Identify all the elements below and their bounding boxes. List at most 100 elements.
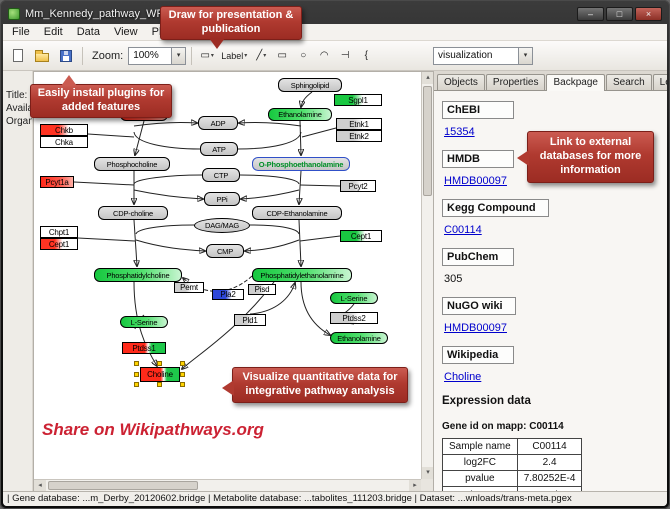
diagram-layer: SphingolipidSgpl1CholineEthanolamineChkb… xyxy=(34,72,422,467)
selection-handle[interactable] xyxy=(157,361,162,366)
chevron-down-icon[interactable]: ▾ xyxy=(171,47,186,64)
node-o-phosphoethanolamine[interactable]: O-Phosphoethanolamine xyxy=(252,157,350,171)
node-ptdss1[interactable]: Ptdss1 xyxy=(122,342,166,354)
selection-handle[interactable] xyxy=(180,371,185,377)
backpage-link[interactable]: HMDB00097 xyxy=(444,322,507,334)
callout-visualize-text: Visualize quantitative data for integrat… xyxy=(242,371,398,397)
selection-handle[interactable] xyxy=(157,382,162,387)
selection-handle[interactable] xyxy=(180,361,185,366)
node-sphingolipid[interactable]: Sphingolipid xyxy=(278,78,342,92)
arc-tool-icon: ◠ xyxy=(319,50,329,61)
node-cdp-choline[interactable]: CDP-choline xyxy=(98,206,168,220)
node-ethanolamine[interactable]: Ethanolamine xyxy=(268,108,332,121)
selection-handle[interactable] xyxy=(134,382,139,387)
callout-plugins: Easily install plugins for added feature… xyxy=(30,75,172,118)
tab-objects[interactable]: Objects xyxy=(437,74,485,90)
backpage-section-header: HMDB xyxy=(442,150,514,168)
node-cdp-ethanolamine[interactable]: CDP-Ethanolamine xyxy=(252,206,342,220)
save-button[interactable] xyxy=(55,45,77,67)
scroll-up-icon[interactable]: ▴ xyxy=(422,72,433,84)
chevron-down-icon: ▾ xyxy=(244,53,248,59)
node-chkb[interactable]: Chkb xyxy=(40,124,88,136)
node-choline[interactable]: Choline xyxy=(140,367,180,382)
selection-handle[interactable] xyxy=(134,371,139,377)
tab-backpage[interactable]: Backpage xyxy=(546,74,605,91)
tbar-tool-icon: ⊣ xyxy=(340,50,350,61)
vertical-scroll-thumb[interactable] xyxy=(423,86,432,196)
node-l-serine[interactable]: L-Serine xyxy=(120,316,168,328)
ellipse-tool[interactable]: ○ xyxy=(293,46,313,66)
zoom-combobox[interactable]: 100% ▾ xyxy=(128,46,187,65)
open-button[interactable] xyxy=(31,45,53,67)
horizontal-scroll-thumb[interactable] xyxy=(48,481,198,490)
arc-tool[interactable]: ◠ xyxy=(314,46,334,66)
menu-view[interactable]: View xyxy=(113,26,138,38)
tab-search[interactable]: Search xyxy=(605,74,652,90)
title-bar[interactable]: Mm_Kennedy_pathway_WP1771_45176.gpml – □… xyxy=(0,0,670,24)
new-button[interactable] xyxy=(7,45,29,67)
node-pisd[interactable]: Pisd xyxy=(248,284,276,295)
node-chpt1[interactable]: Chpt1 xyxy=(40,226,78,238)
node-etnk2[interactable]: Etnk2 xyxy=(336,130,382,142)
node-pla2[interactable]: Pla2 xyxy=(212,289,244,300)
node-sgpl1[interactable]: Sgpl1 xyxy=(334,94,382,106)
scroll-left-icon[interactable]: ◂ xyxy=(34,480,46,491)
backpage-link[interactable]: HMDB00097 xyxy=(444,175,507,187)
close-button[interactable]: × xyxy=(635,6,662,21)
vertical-scrollbar[interactable]: ▴ ▾ xyxy=(421,72,433,479)
node-adp[interactable]: ADP xyxy=(198,116,238,130)
zoom-label: Zoom: xyxy=(92,49,124,62)
scrollbar-corner xyxy=(421,479,433,491)
node-chka[interactable]: Chka xyxy=(40,136,88,148)
menu-data[interactable]: Data xyxy=(76,26,100,38)
pathway-canvas[interactable]: SphingolipidSgpl1CholineEthanolamineChkb… xyxy=(33,71,433,491)
selection-handle[interactable] xyxy=(180,382,185,387)
node-phosphocholine[interactable]: Phosphocholine xyxy=(94,157,170,171)
save-icon xyxy=(60,49,72,62)
node-cept1[interactable]: Cept1 xyxy=(340,230,382,242)
node-phosphatidylcholine[interactable]: Phosphatidylcholine xyxy=(94,268,182,282)
backpage-link[interactable]: 15354 xyxy=(444,126,475,138)
menu-edit[interactable]: Edit xyxy=(43,26,63,38)
table-cell: type xyxy=(442,486,518,491)
chevron-down-icon[interactable]: ▾ xyxy=(518,47,532,64)
maximize-button[interactable]: □ xyxy=(606,6,633,21)
node-ethanolamine[interactable]: Ethanolamine xyxy=(330,332,388,344)
label-tool[interactable]: Label▾ xyxy=(218,46,250,66)
minimize-button[interactable]: – xyxy=(577,6,604,21)
node-phosphatidylethanolamine[interactable]: Phosphatidylethanolamine xyxy=(252,268,352,282)
visualization-combobox[interactable]: visualization ▾ xyxy=(433,46,533,65)
datanode-tool[interactable]: ▭▾ xyxy=(197,46,217,66)
node-etnk1[interactable]: Etnk1 xyxy=(336,118,382,130)
side-panel-label: Title: xyxy=(6,90,28,101)
node-pcyt2[interactable]: Pcyt2 xyxy=(340,180,376,192)
node-atp[interactable]: ATP xyxy=(200,142,238,156)
node-l-serine[interactable]: L-Serine xyxy=(330,292,378,304)
node-pcyt1a[interactable]: Pcyt1a xyxy=(40,176,74,188)
node-dag-mag[interactable]: DAG/MAG xyxy=(194,218,250,233)
node-cmp[interactable]: CMP xyxy=(206,244,244,258)
tab-properties[interactable]: Properties xyxy=(485,74,546,90)
brace-tool[interactable]: { xyxy=(356,46,376,66)
scroll-down-icon[interactable]: ▾ xyxy=(422,467,433,479)
backpage-link[interactable]: C00114 xyxy=(444,224,482,236)
node-ppi[interactable]: PPi xyxy=(204,192,240,206)
node-ctp[interactable]: CTP xyxy=(202,168,240,182)
scroll-right-icon[interactable]: ▸ xyxy=(409,480,421,491)
node-cept1[interactable]: Cept1 xyxy=(40,238,78,250)
tab-legend[interactable]: Legend xyxy=(652,74,667,90)
node-ptdss2[interactable]: Ptdss2 xyxy=(330,312,378,324)
rect-tool-icon: ▭ xyxy=(277,50,287,61)
horizontal-scrollbar[interactable]: ◂ ▸ xyxy=(34,479,421,491)
line-tool[interactable]: ╱▾ xyxy=(251,46,271,66)
tbar-tool[interactable]: ⊣ xyxy=(335,46,355,66)
node-pld1[interactable]: Pld1 xyxy=(234,314,266,326)
callout-plugins-text: Easily install plugins for added feature… xyxy=(37,87,165,113)
selection-handle[interactable] xyxy=(134,361,139,366)
node-pemt[interactable]: Pemt xyxy=(174,282,204,293)
rect-tool[interactable]: ▭ xyxy=(272,46,292,66)
menu-file[interactable]: File xyxy=(12,26,30,38)
backpage-link[interactable]: Choline xyxy=(444,371,482,383)
